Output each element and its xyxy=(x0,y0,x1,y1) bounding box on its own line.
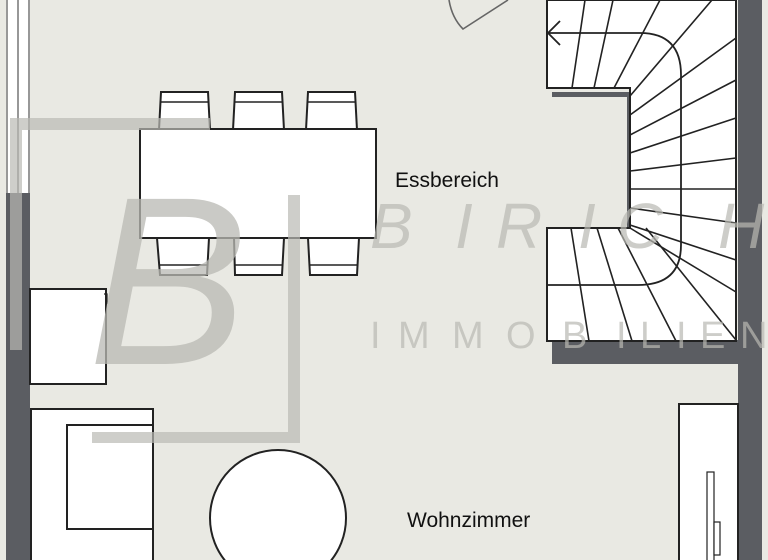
watermark: B B I R I C H I M M O B I L I E N xyxy=(10,118,767,443)
watermark-brand-letter: I xyxy=(455,190,473,262)
watermark-subtitle-letter: B xyxy=(562,315,587,357)
watermark-subtitle-letter: I xyxy=(370,315,381,357)
watermark-brand-letter: B xyxy=(370,190,413,262)
watermark-subtitle-letter: I xyxy=(676,315,687,357)
watermark-subtitle-letter: I xyxy=(616,315,627,357)
right-wall xyxy=(738,0,762,560)
watermark-subtitle-letter: E xyxy=(700,315,725,357)
chair xyxy=(155,237,211,276)
watermark-subtitle-letter: M xyxy=(398,315,430,357)
chair xyxy=(304,91,359,131)
door-swing xyxy=(448,0,509,31)
watermark-brand-letter: I xyxy=(578,190,596,262)
watermark-brand-letter: H xyxy=(718,190,765,262)
watermark-subtitle-letter: O xyxy=(506,315,536,357)
stair-walking-line xyxy=(547,32,682,286)
staircase xyxy=(546,0,737,342)
arrow-left-icon xyxy=(546,20,561,46)
sofa xyxy=(30,408,154,560)
watermark-monogram: B xyxy=(88,147,248,415)
watermark-brand-letter: C xyxy=(617,190,664,262)
watermark-subtitle-letter: N xyxy=(740,315,767,357)
stair-bottom-wall xyxy=(552,340,738,364)
dining-table xyxy=(139,128,377,239)
chair xyxy=(231,91,286,131)
watermark-subtitle-letter: M xyxy=(452,315,484,357)
watermark-brand-letter: R xyxy=(496,190,542,262)
round-table xyxy=(209,449,347,560)
chair xyxy=(306,237,361,276)
watermark-subtitle-letter: L xyxy=(640,315,661,357)
room-label-dining: Essbereich xyxy=(395,169,499,192)
cabinet xyxy=(29,288,108,385)
room-label-living: Wohnzimmer xyxy=(407,509,530,532)
tall-cabinet xyxy=(678,403,739,560)
